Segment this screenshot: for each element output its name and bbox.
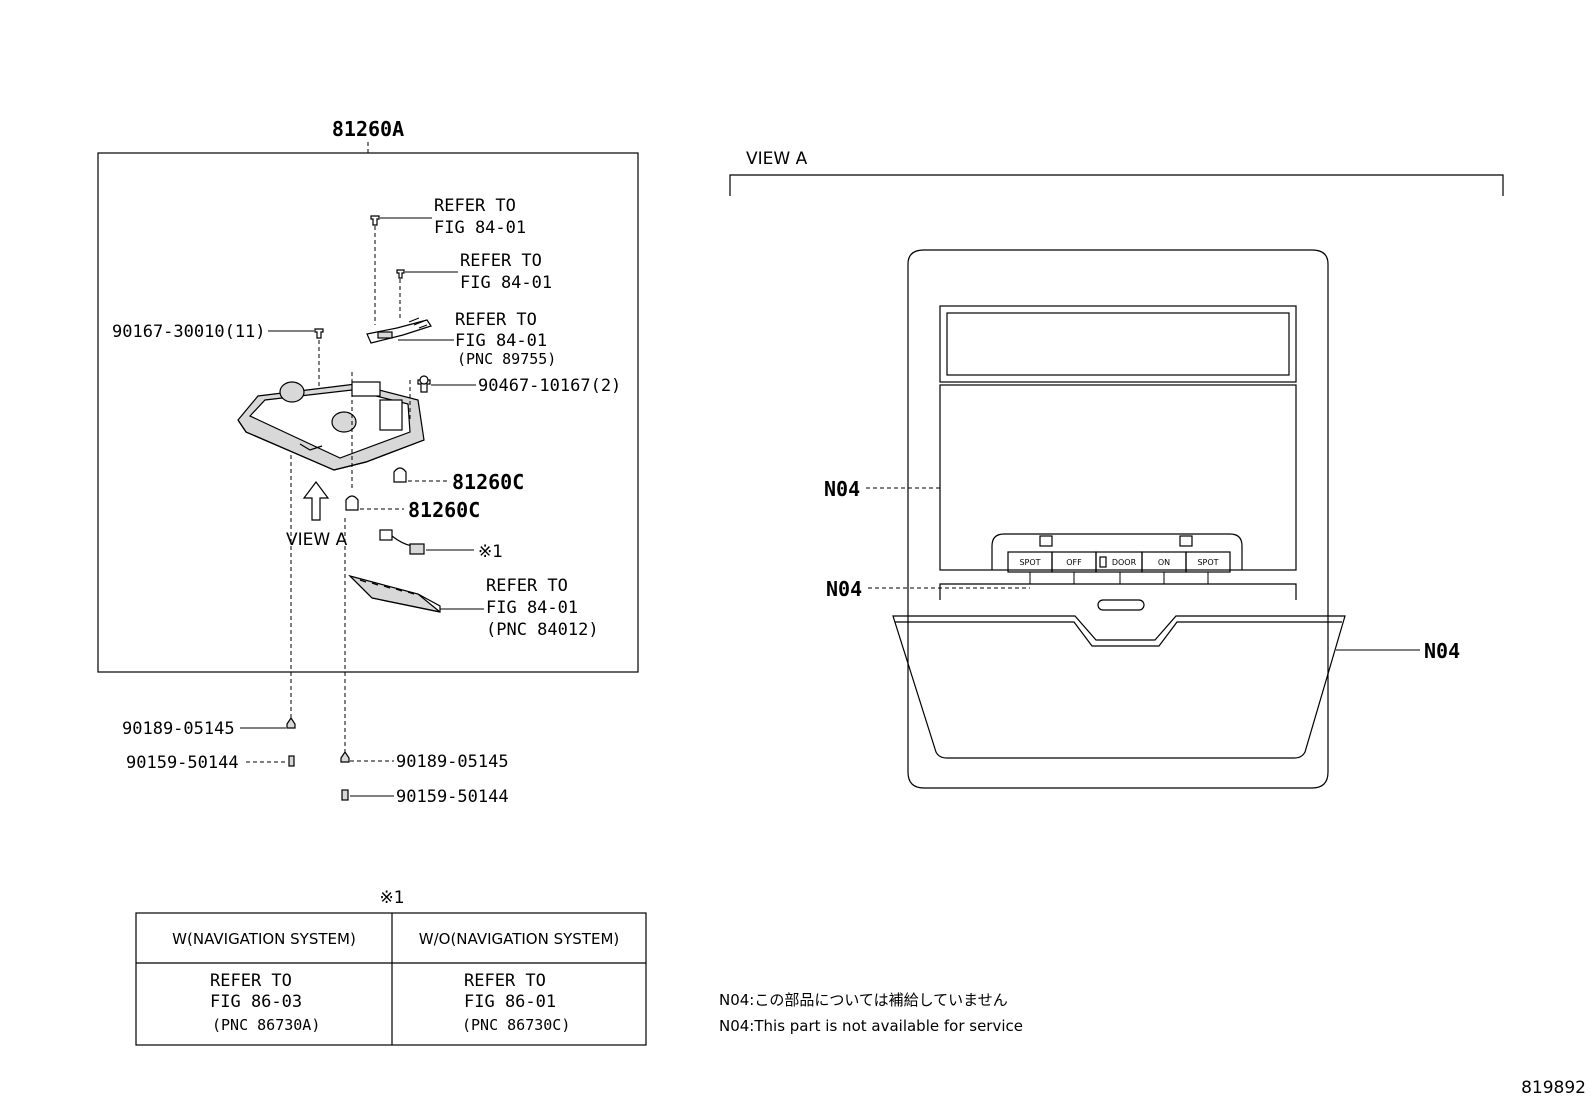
view-a-top-lens-outer — [939, 305, 1297, 383]
refer-3-line3: (PNC 89755) — [457, 350, 556, 368]
switch-button-on-label: ON — [1158, 558, 1170, 567]
assembly-frame — [97, 152, 639, 673]
switch-buttons: SPOT OFF DOOR ON SPOT — [1007, 551, 1231, 573]
view-a-housing — [907, 249, 1329, 789]
note-table-marker: ※1 — [379, 888, 404, 908]
refer-1-line2[interactable]: FIG 84-01 — [434, 218, 526, 238]
switch-button-off-label: OFF — [1066, 558, 1082, 567]
note-en: N04:This part is not available for servi… — [719, 1017, 1023, 1035]
note-cell-1-line2[interactable]: FIG 86-03 — [210, 992, 302, 1012]
refer-1-line1: REFER TO — [434, 196, 516, 216]
note-ref-marker[interactable]: ※1 — [478, 542, 503, 562]
part-label-90159-right[interactable]: 90159-50144 — [396, 787, 509, 807]
bulb-81260C-2 — [345, 495, 359, 511]
left-assembly-diagram: 81260A REFER TO FIG 84-01 REFER TO FIG 8… — [97, 117, 639, 807]
n04-label-c[interactable]: N04 — [1424, 639, 1460, 663]
view-a-lid-frame — [939, 583, 1297, 600]
note-table-header-wo-nav: W/O(NAVIGATION SYSTEM) — [419, 930, 620, 948]
part-label-90467[interactable]: 90467-10167(2) — [478, 376, 621, 396]
switch-area-outline — [991, 533, 1243, 570]
note-table-header-w-nav: W(NAVIGATION SYSTEM) — [172, 930, 356, 948]
lid-latch — [1097, 599, 1145, 611]
note-cell-1-line3: (PNC 86730A) — [212, 1016, 320, 1034]
clip-90467 — [417, 375, 431, 393]
door-icon — [1099, 556, 1107, 568]
refer-4-line3: (PNC 84012) — [486, 620, 599, 640]
part-label-90189-right[interactable]: 90189-05145 — [396, 752, 509, 772]
note-cell-2-line3: (PNC 86730C) — [462, 1016, 570, 1034]
note-cell-1-line1: REFER TO — [210, 971, 292, 991]
note-jp: N04:この部品については補給していません — [719, 991, 1008, 1009]
view-a-main-panel — [939, 384, 1297, 571]
part-label-90167[interactable]: 90167-30010(11) — [112, 322, 266, 342]
refer-4-line2[interactable]: FIG 84-01 — [486, 598, 578, 618]
assembly-label-81260A[interactable]: 81260A — [332, 117, 404, 141]
bulb-81260C-1 — [393, 467, 407, 483]
switch-button-door-label: DOOR — [1112, 558, 1137, 567]
view-a-title: VIEW A — [746, 149, 808, 169]
switch-bracket-part — [366, 317, 432, 344]
switch-button-spot-right-label: SPOT — [1197, 558, 1218, 567]
refer-2-line2[interactable]: FIG 84-01 — [460, 273, 552, 293]
screw-top-1 — [370, 215, 380, 226]
view-a-diagram: VIEW A SPOT OFF DOOR ON SPOT — [729, 149, 1504, 789]
view-a-arrow — [302, 481, 330, 521]
view-a-arrow-label[interactable]: VIEW A — [286, 530, 348, 550]
part-label-81260C-1[interactable]: 81260C — [452, 470, 524, 494]
part-label-81260C-2[interactable]: 81260C — [408, 498, 480, 522]
switch-leader-bar — [1029, 572, 1209, 585]
refer-4-line1: REFER TO — [486, 576, 568, 596]
screw-90159-right — [341, 789, 349, 801]
part-label-90189-left[interactable]: 90189-05145 — [122, 719, 235, 739]
refer-3-line2[interactable]: FIG 84-01 — [455, 331, 547, 351]
refer-2-line1: REFER TO — [460, 251, 542, 271]
note-table-frame — [135, 912, 647, 1046]
note-table: ※1 W(NAVIGATION SYSTEM) W/O(NAVIGATION S… — [135, 888, 647, 1046]
switch-indicator-left — [1039, 535, 1053, 547]
view-a-bracket — [729, 174, 1504, 196]
switch-panel-part — [348, 574, 441, 613]
switch-indicator-right — [1179, 535, 1193, 547]
view-a-lid — [892, 615, 1346, 759]
nut-90189-left — [286, 716, 296, 729]
view-a-lid-rim — [895, 621, 1342, 647]
n04-label-b[interactable]: N04 — [826, 577, 862, 601]
room-lamp-housing — [237, 381, 425, 471]
switch-button-spot-left-label: SPOT — [1019, 558, 1040, 567]
figure-number: 819892 — [1521, 1078, 1586, 1098]
part-label-90159-left[interactable]: 90159-50144 — [126, 753, 239, 773]
screw-top-2 — [396, 269, 405, 279]
note-cell-2-line1: REFER TO — [464, 971, 546, 991]
note-cell-2-line2[interactable]: FIG 86-01 — [464, 992, 556, 1012]
wire-connector — [379, 529, 425, 555]
n04-label-a[interactable]: N04 — [824, 477, 860, 501]
screw-90159-left — [288, 755, 295, 767]
view-a-top-lens-inner — [946, 312, 1290, 376]
refer-3-line1: REFER TO — [455, 310, 537, 330]
screw-90167 — [314, 328, 324, 339]
nut-90189-right — [340, 750, 350, 763]
